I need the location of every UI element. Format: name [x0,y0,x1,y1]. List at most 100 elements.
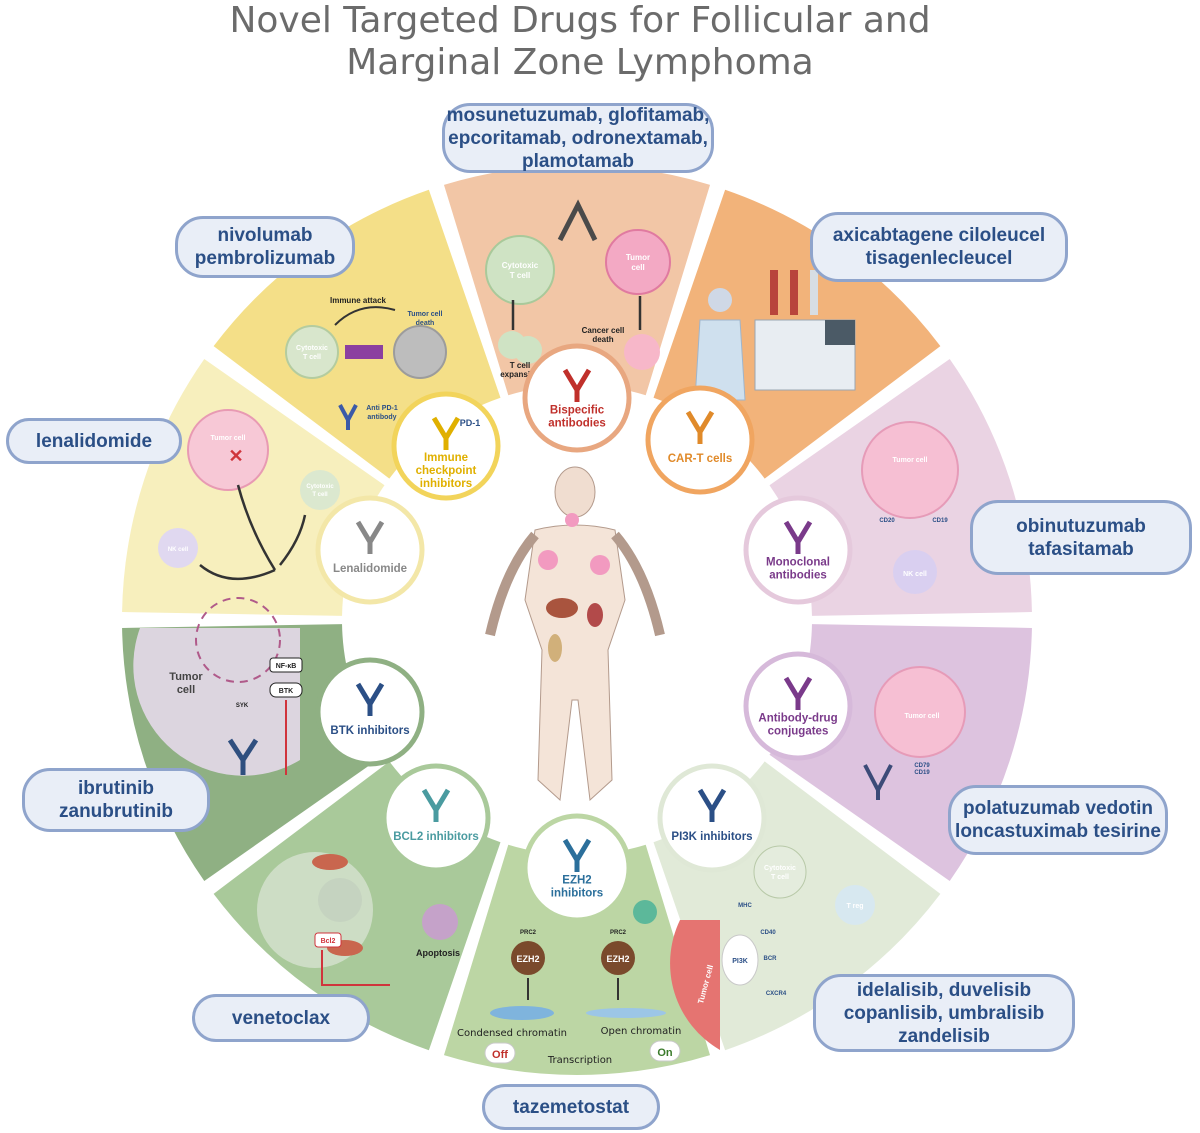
drug-line: nivolumab [217,225,313,246]
lenalidomide-illustration: Tumor cell ✕ Cytotoxic T cell NK cell [158,409,340,581]
category-glyph [783,676,813,710]
tumor-cell [187,409,269,491]
liver-icon [546,598,578,618]
body-torso [524,524,626,802]
category-glyph [421,788,451,822]
checkpoint-cytotoxic-label-1: Cytotoxic [296,345,328,352]
pi3k-treg-label: T reg [846,903,863,910]
monoclonal-cd20-label: CD20 [879,518,895,524]
diagram-title: Novel Targeted Drugs for Follicular and … [0,0,1160,84]
sector-illustrations: Cytotoxic T cell Tumor cell T cell expan… [133,199,966,1066]
t-cell-arrow [279,514,307,566]
category-glyph [562,368,592,402]
drug-line: tazemetostat [512,1096,630,1118]
drug-line: zandelisib [898,1025,990,1047]
drug-box-lenalidomide: lenalidomide [6,418,182,464]
blood-bag [790,270,798,315]
cytotoxic-t-cell [753,845,807,899]
circle-label-lenalidomide: Lenalidomide [333,563,407,575]
tumor-cell [605,229,671,295]
drug-line: mosunetuzumab, glofitamab, [446,104,710,126]
bcl2-bcl2-label: Bcl2 [321,938,336,945]
ezh2-open-label: Open chromatin [601,1026,682,1037]
immune-attack-arrow [334,306,396,326]
pi3k-cd40-label: CD40 [760,930,776,936]
blood-bag [770,270,778,315]
lymph-node-icon [590,555,610,575]
btk-btk-label: BTK [279,688,293,695]
bispecific-death-label-2: death [592,335,613,344]
category-bcl2-icon [421,788,451,822]
checkpoint-death-label-1: Tumor cell [408,311,443,318]
nk-cell [893,550,937,594]
btk-tumor-label-1: Tumor [169,671,203,683]
ezh2-complex-left [511,941,545,975]
nucleus [318,878,362,922]
btk-nfkb-label: NF-κB [276,663,297,670]
fluid-bag [810,270,818,315]
tumor-arrow [236,484,277,571]
bcl2-inhibition-line [321,950,390,986]
adc-antibody-shape [863,764,893,800]
bispecific-tumor-label-1: Tumor [626,253,650,262]
tumor-cell-body [133,628,300,776]
circle-label-monoclonal: antibodies [769,570,827,582]
drug-box-pi3k: idelalisib, duvelisib copanlisib, umbral… [813,974,1075,1052]
drug-line: obinutuzumab [1016,515,1146,537]
drug-box-monoclonal: obinutuzumab tafasitamab [970,500,1192,575]
circle-label-bispecific: Bispecific [550,405,605,417]
drug-line: loncastuximab tesirine [955,821,1161,842]
category-glyph [355,520,385,554]
category-bispecific-icon [562,368,592,402]
pi3k-mhc-label: MHC [738,903,752,909]
bispecific-death-label-1: Cancer cell [582,326,625,335]
drug-line: venetoclax [231,1007,331,1029]
monoclonal-illustration: Tumor cell NK cell CD20 CD19 [861,421,959,594]
ezh2-illustration: PRC2 EZH2 PRC2 EZH2 Condensed chromatin … [457,900,681,1066]
category-glyph [783,520,813,554]
btk-syk-label: SYK [236,703,249,709]
lenalidomide-cytotoxic-label-1: Cytotoxic [306,484,334,490]
spleen-icon [587,603,603,627]
checkpoint-attack-label: Immune attack [330,296,387,305]
drug-box-car-t: axicabtagene ciloleucel tisagenlecleucel [810,212,1068,282]
title-line-1: Novel Targeted Drugs for Follicular and [229,0,931,41]
lenalidomide-nk-label: NK cell [168,547,189,553]
circle-label-checkpoint: inhibitors [420,478,472,490]
title-line-2: Marginal Zone Lymphoma [346,42,814,83]
apoptotic-body [422,904,458,940]
bispecific-expansion-label-1: T cell [510,361,530,370]
lymph-node-icon [565,513,579,527]
drug-line: polatuzumab vedotin [963,798,1153,819]
circle-label-bispecific: antibodies [548,418,606,430]
circle-label-checkpoint: Immune [424,452,468,464]
category-pi3k-icon [697,788,727,822]
circle-label-ezh2: inhibitors [551,888,603,900]
pi3k-cytotoxic-label-2: T cell [771,874,789,881]
monoclonal-nk-label: NK cell [903,571,927,578]
drug-line: lenalidomide [35,430,153,452]
drug-line: epcoritamab, odronextamab, [448,127,708,149]
circle-label-car-t: CAR-T cells [668,453,733,465]
checkpoint-death-label-2: death [416,320,435,327]
drug-box-ezh2: tazemetostat [482,1084,660,1130]
cytotoxic-t-cell [485,235,555,305]
bispecific-expansion-label-2: expansion [500,370,540,379]
dying-cancer-cell [624,334,660,370]
adc-cd19-label: CD19 [914,770,930,776]
drug-line: plamotamab [522,150,634,172]
circle-label-bcl2: BCL2 inhibitors [393,831,479,843]
ezh2-prc2-right-label: PRC2 [610,930,627,936]
btk-illustration: Tumor cell NF-κB BTK SYK [133,597,303,776]
checkpoint-antibody-label-2: antibody [367,414,396,421]
tumor-cell [861,421,959,519]
drug-box-bcl2: venetoclax [192,994,370,1042]
pi3k-cxcr4-label: CXCR4 [766,991,787,997]
category-monoclonal-icon [783,520,813,554]
tumor-kill-cross-icon: ✕ [228,446,243,466]
lymph-node-icon [538,550,558,570]
drug-box-checkpoint: nivolumab pembrolizumab [175,216,355,278]
circle-label-adc: Antibody-drug [758,713,837,725]
body-head [554,466,596,518]
category-glyph [685,410,715,444]
